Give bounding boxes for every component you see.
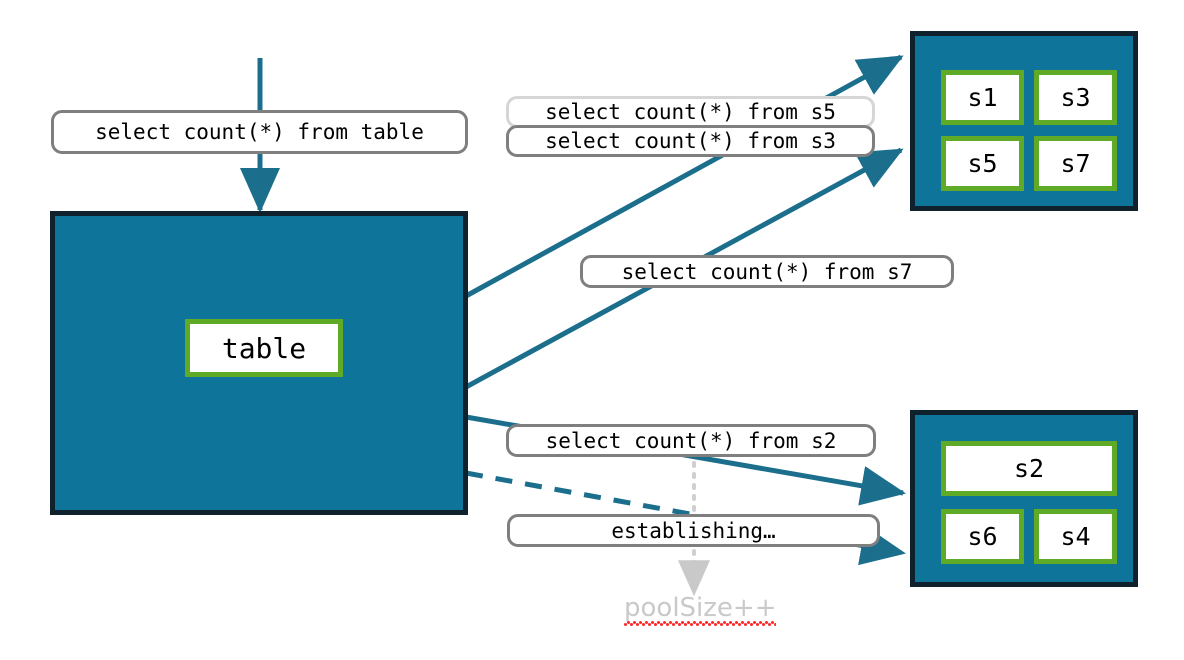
poolsize-increment-text: poolSize++ <box>624 593 777 623</box>
query-label-s3[interactable]: select count(*) from s3 <box>506 125 875 157</box>
query-label-s7[interactable]: select count(*) from s7 <box>580 255 954 288</box>
table-container: table <box>50 211 468 515</box>
node-label: s7 <box>1060 149 1091 178</box>
query-label-s2[interactable]: select count(*) from s2 <box>506 424 876 457</box>
pool-top-node-s7[interactable]: s7 <box>1034 136 1117 191</box>
pool-bottom-node-s6[interactable]: s6 <box>941 509 1024 564</box>
pool-bottom-node-s4[interactable]: s4 <box>1034 509 1117 564</box>
pool-top-node-s1[interactable]: s1 <box>941 70 1024 125</box>
pool-top-node-s5[interactable]: s5 <box>941 136 1024 191</box>
poolsize-increment-annotation: poolSize++ <box>624 593 777 626</box>
pool-bottom: s2 s6 s4 <box>910 410 1138 587</box>
query-label-s5[interactable]: select count(*) from s5 <box>506 96 875 128</box>
node-label: s1 <box>967 83 998 112</box>
spellcheck-underline <box>624 621 777 626</box>
node-label: s3 <box>1060 83 1091 112</box>
table-node[interactable]: table <box>185 319 343 377</box>
node-label: s2 <box>1013 454 1045 483</box>
status-label-establishing[interactable]: establishing… <box>507 514 880 547</box>
node-label: s4 <box>1060 522 1091 551</box>
pool-top-node-s3[interactable]: s3 <box>1034 70 1117 125</box>
table-node-label: table <box>221 331 307 365</box>
pool-top: s1 s3 s5 s7 <box>910 31 1138 211</box>
query-label-table[interactable]: select count(*) from table <box>51 110 468 154</box>
pool-bottom-node-s2[interactable]: s2 <box>941 441 1117 496</box>
node-label: s5 <box>967 149 998 178</box>
node-label: s6 <box>967 522 998 551</box>
